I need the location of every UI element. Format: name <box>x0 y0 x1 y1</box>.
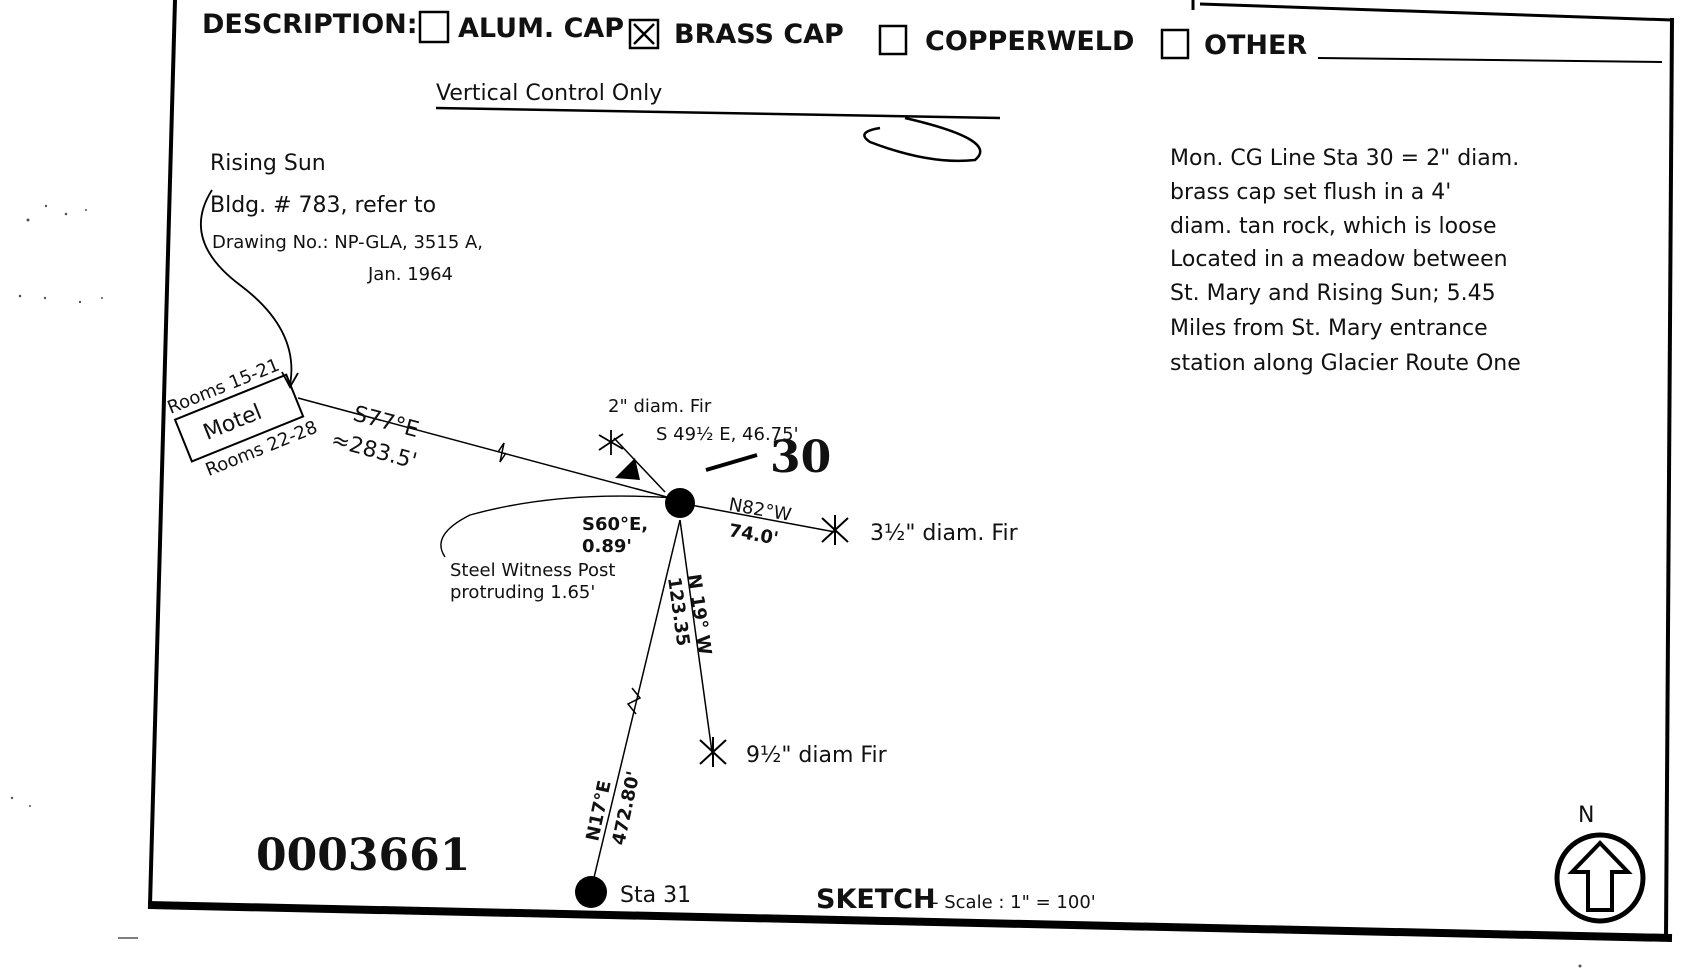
description-label: DESCRIPTION: <box>202 9 418 40</box>
witness-post-label2: protruding 1.65' <box>450 582 595 603</box>
description-line: diam. tan rock, which is loose <box>1170 214 1497 239</box>
witness-post-leader <box>440 495 676 558</box>
other-underline <box>1317 57 1663 63</box>
checkbox-alum-cap[interactable] <box>418 10 450 44</box>
station-30-marker <box>665 488 695 518</box>
description-line: Located in a meadow between <box>1170 247 1508 272</box>
title: Vertical Control Only <box>436 81 662 106</box>
fir2-label: 2" diam. Fir <box>608 396 712 417</box>
fir35-distance: 74.0' <box>727 520 780 549</box>
ref-note-line1: Rising Sun <box>210 151 326 176</box>
station-31-label: Sta 31 <box>620 883 691 908</box>
sketch-scale: - Scale : 1" = 100' <box>932 892 1096 913</box>
ref-note-line3: Drawing No.: NP-GLA, 3515 A, <box>212 232 483 253</box>
scan-noise <box>10 204 1582 968</box>
document-number: 0003661 <box>256 830 470 881</box>
ref-note-line2: Bldg. # 783, refer to <box>210 193 436 218</box>
option-other: OTHER <box>1204 30 1307 61</box>
description-line: station along Glacier Route One <box>1170 351 1521 376</box>
checkbox-copperweld[interactable] <box>878 24 908 56</box>
description-line: Miles from St. Mary entrance <box>1170 316 1488 341</box>
post-bearing: S60°E, <box>582 514 648 535</box>
reference-arrow <box>199 189 293 386</box>
reference-arrowhead-icon <box>281 371 299 389</box>
fir-tree-icon <box>821 515 849 545</box>
ref-note-line4: Jan. 1964 <box>367 264 453 285</box>
fir-tree-icon <box>598 430 624 455</box>
fir9-label: 9½" diam Fir <box>746 743 888 768</box>
sta31-distance: 472.80' <box>608 769 644 847</box>
option-brass-cap: BRASS CAP <box>674 19 844 50</box>
checkbox-brass-cap[interactable] <box>628 18 660 50</box>
sketch-label: SKETCH <box>816 884 936 915</box>
north-label: N <box>1578 803 1594 828</box>
survey-lines <box>297 397 836 891</box>
option-alum-cap: ALUM. CAP <box>458 13 624 44</box>
fir35-label: 3½" diam. Fir <box>870 521 1019 546</box>
fir-tree-icon <box>699 737 727 767</box>
motel-rooms-top: Rooms 15-21 <box>165 355 283 419</box>
fir2-bearing: S 49½ E, 46.75' <box>656 424 799 445</box>
witness-post-label: Steel Witness Post <box>450 560 615 581</box>
witness-post-marker <box>615 458 640 480</box>
card-border <box>147 0 1674 942</box>
description-line: Mon. CG Line Sta 30 = 2" diam. <box>1170 146 1519 171</box>
description-line: St. Mary and Rising Sun; 5.45 <box>1170 281 1496 306</box>
checkbox-other[interactable] <box>1160 28 1190 60</box>
motel-building: Motel Rooms 15-21 Rooms 22-28 <box>165 355 321 481</box>
description-line: brass cap set flush in a 4' <box>1170 180 1451 205</box>
description-block: Mon. CG Line Sta 30 = 2" diam. brass cap… <box>1170 146 1521 376</box>
station-30-label: 30 <box>770 432 831 483</box>
checkmark-x-icon <box>633 23 655 45</box>
title-flourish <box>863 116 982 163</box>
option-copperweld: COPPERWELD <box>925 26 1134 57</box>
post-distance: 0.89' <box>582 536 632 557</box>
north-arrow-icon <box>1554 832 1646 924</box>
station-31-marker <box>575 876 607 908</box>
title-underline <box>435 106 1001 120</box>
